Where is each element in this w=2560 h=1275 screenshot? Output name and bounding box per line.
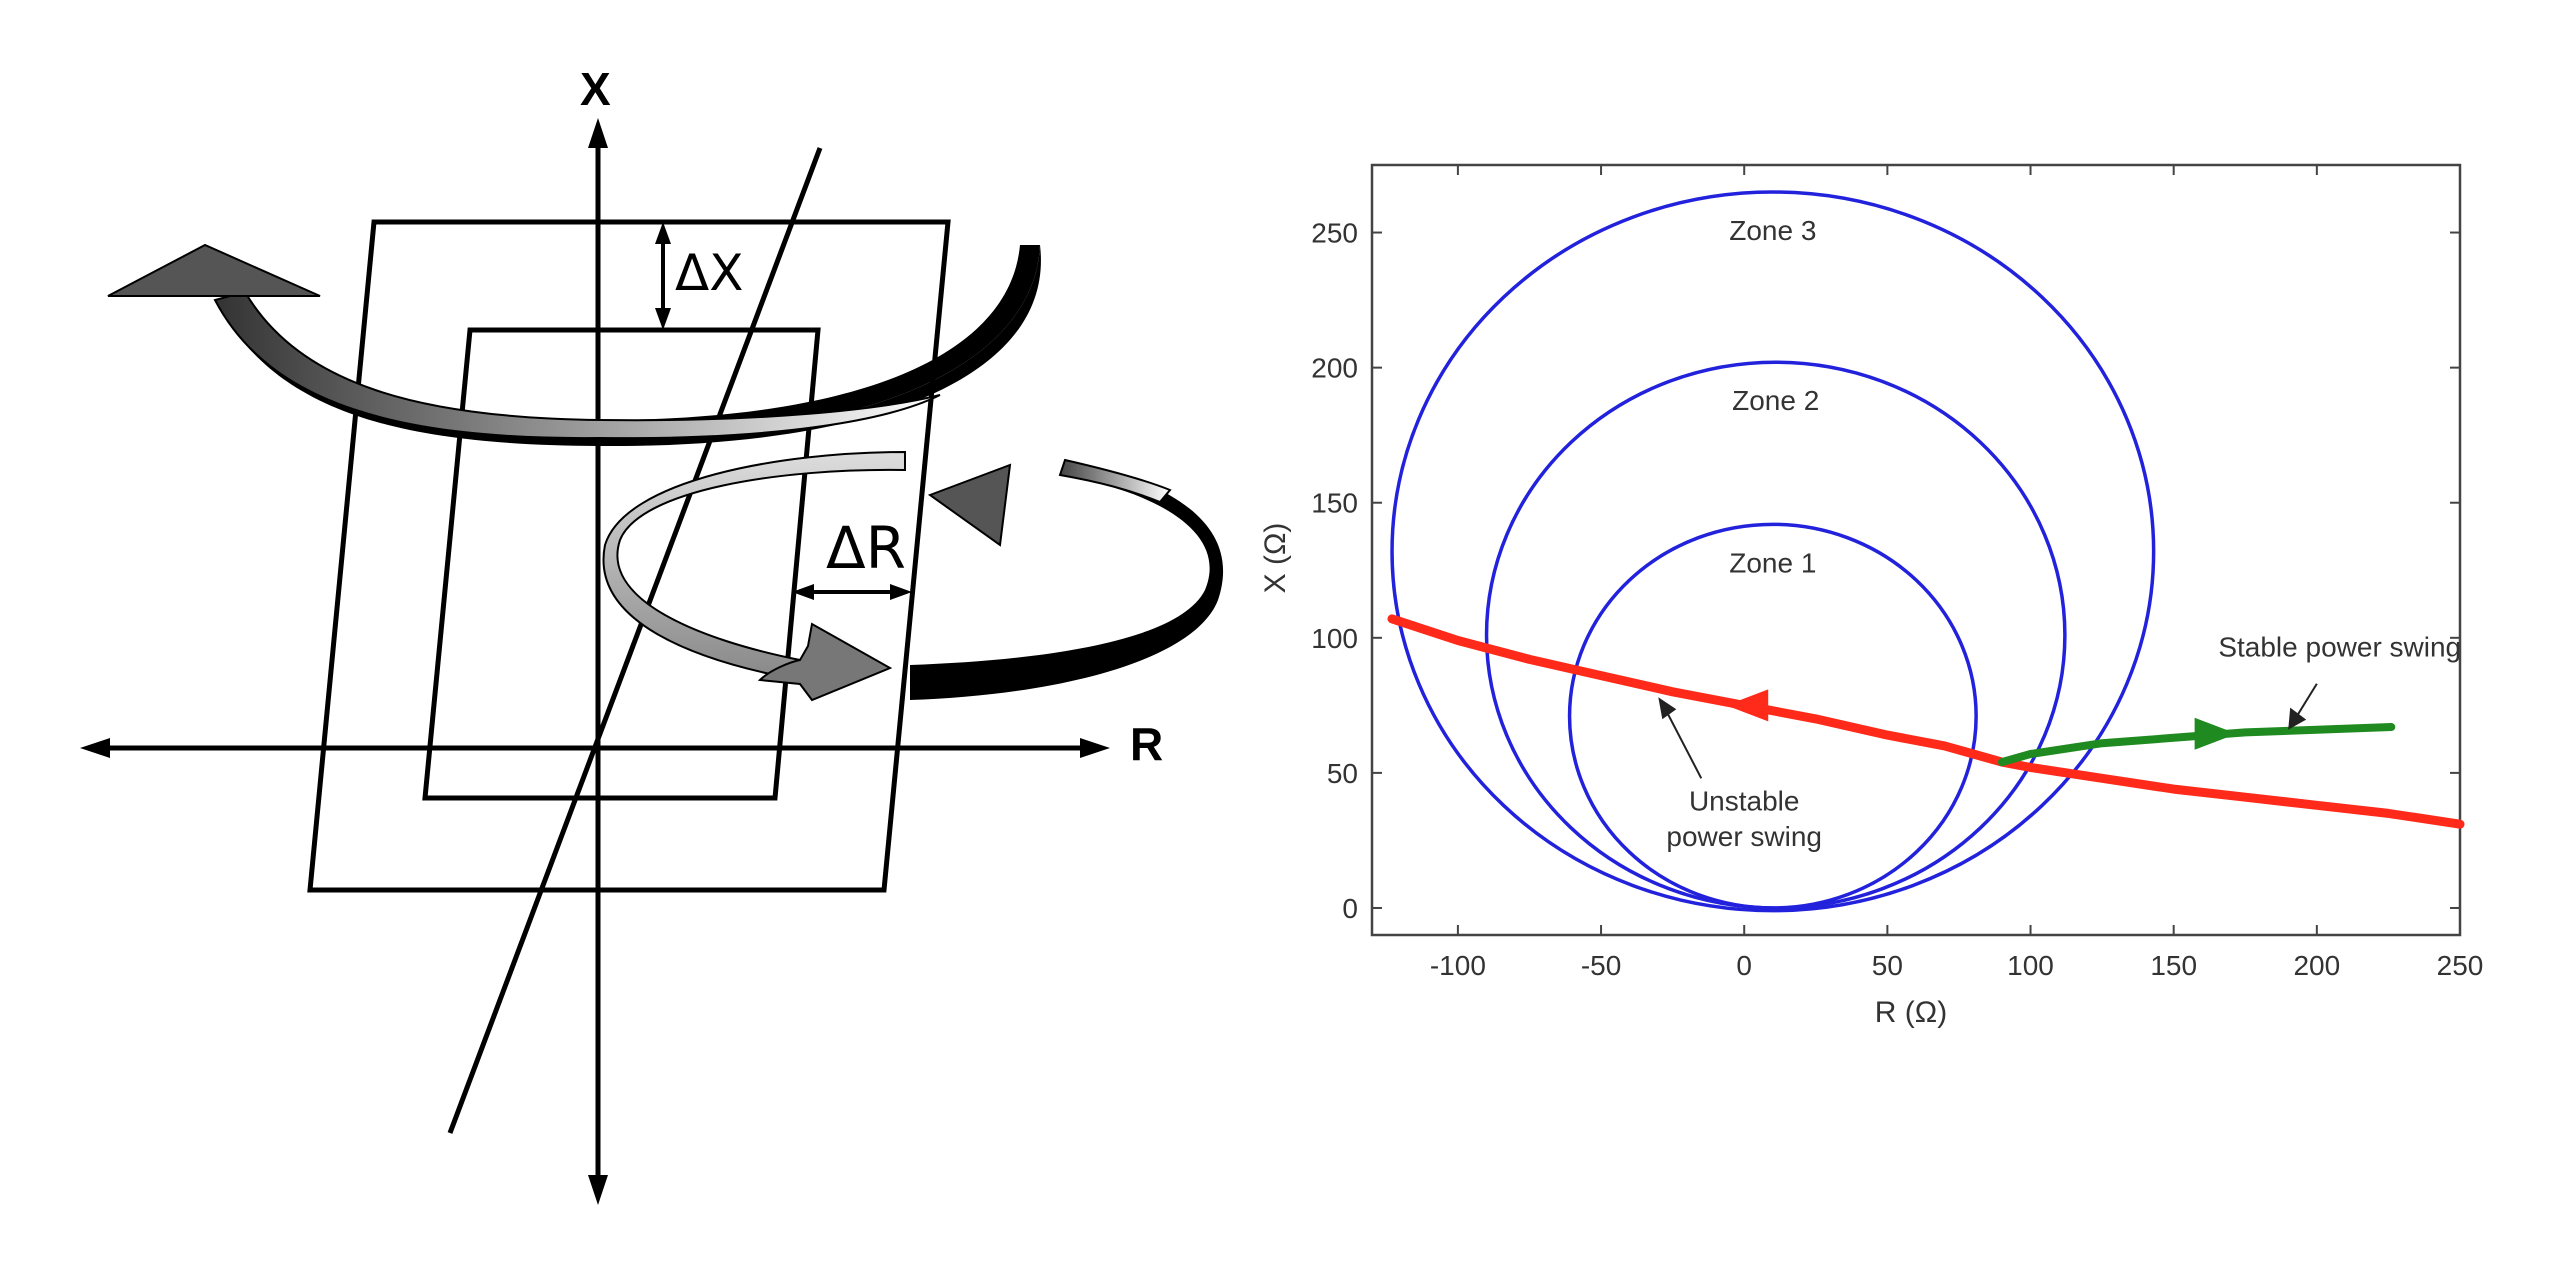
- expand-arrow-right-icon: [910, 458, 1224, 700]
- stable-annotation: Stable power swing: [2218, 632, 2461, 663]
- y-tick-label: 250: [1311, 218, 1358, 249]
- r-axis-arrowhead-right: [1080, 738, 1110, 758]
- quadrilateral-characteristic-diagram: X R ΔX ΔR: [80, 63, 1224, 1205]
- x-tick-label: 50: [1872, 950, 1903, 981]
- y-tick-label: 200: [1311, 353, 1358, 384]
- r-axis-arrowhead-left: [80, 738, 110, 758]
- unstable-annotation-line2: power swing: [1666, 821, 1822, 852]
- unstable-annotation-pointer: [1661, 702, 1703, 779]
- stable-direction-arrow: [2194, 717, 2237, 750]
- swing-trajectories: [1387, 614, 2465, 829]
- inner-quadrilateral-zone: [422, 327, 821, 801]
- x-axis-label: X: [580, 63, 611, 115]
- delta-x-arrowhead-bottom: [655, 308, 671, 330]
- x-tick-label: 250: [2437, 950, 2484, 981]
- outer-quadrilateral-zone: [307, 219, 951, 893]
- unstable-swing-line: [1387, 614, 2465, 829]
- unstable-pointer-head: [1658, 697, 1677, 720]
- x-axis-arrowhead-bottom: [588, 1175, 608, 1205]
- x-tick-label: 100: [2007, 950, 2054, 981]
- x-tick-label: -100: [1430, 950, 1486, 981]
- expand-arrow-upper-head: [107, 243, 321, 297]
- delta-r-arrowhead-left: [792, 584, 814, 600]
- chart-annotations: Unstable power swing Stable power swing: [1658, 632, 2461, 852]
- y-tick-label: 150: [1311, 488, 1358, 519]
- zone-label: Zone 3: [1729, 215, 1816, 246]
- line-impedance: [447, 147, 823, 1134]
- x-tick-label: -50: [1581, 950, 1621, 981]
- x-axis-arrowhead-top: [588, 118, 608, 148]
- y-tick-label: 50: [1327, 758, 1358, 789]
- y-tick-label: 0: [1342, 893, 1358, 924]
- zone-circle-1: [1567, 522, 1978, 910]
- axis-ticks: -100 -50 0 50 100 150 200 250 0 50 100 150 200 250: [1311, 165, 2483, 981]
- y-tick-label: 100: [1311, 623, 1358, 654]
- impedance-plane-chart: -100 -50 0 50 100 150 200 250 0 50 100 150 200 250 Zo…: [1259, 163, 2483, 1029]
- stable-swing-line: [1997, 723, 2396, 767]
- zone-circle-3: [1390, 190, 2156, 913]
- expand-arrow-right-head: [927, 463, 1012, 547]
- stable-pointer-head: [2288, 707, 2307, 730]
- delta-x-label: ΔX: [675, 244, 743, 302]
- x-tick-label: 0: [1736, 950, 1752, 981]
- unstable-direction-arrow: [1726, 689, 1769, 722]
- r-axis-label: R: [1130, 718, 1163, 770]
- x-tick-label: 150: [2150, 950, 2197, 981]
- zone-label: Zone 1: [1729, 547, 1816, 578]
- expand-arrow-upper-icon: [107, 243, 1041, 447]
- plot-frame: [1370, 163, 2462, 937]
- swing-ribbon-icon: [602, 450, 906, 702]
- delta-x-arrowhead-top: [655, 222, 671, 244]
- delta-r-label: ΔR: [826, 514, 906, 582]
- relay-zones: Zone 3 Zone 2 Zone 1: [1390, 190, 2156, 913]
- delta-r-arrowhead-right: [890, 584, 912, 600]
- x-axis-title: R (Ω): [1875, 996, 1947, 1029]
- y-axis-title: X (Ω): [1259, 523, 1292, 594]
- x-tick-label: 200: [2293, 950, 2340, 981]
- zone-label: Zone 2: [1732, 385, 1819, 416]
- unstable-annotation-line1: Unstable: [1689, 786, 1800, 817]
